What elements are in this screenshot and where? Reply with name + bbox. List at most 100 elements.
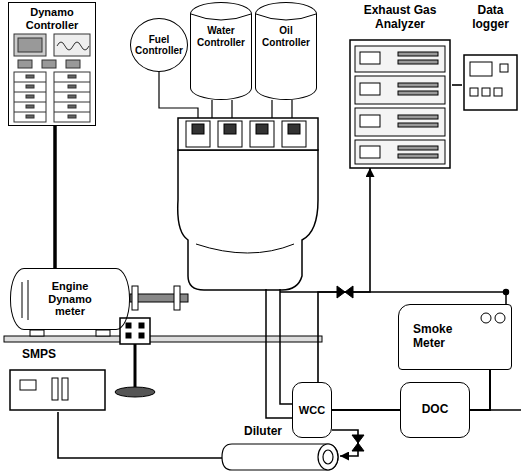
node-label: WCC xyxy=(299,404,325,417)
smps-device xyxy=(139,333,144,338)
analyzer-unit: Exhaust Gas Analyzer xyxy=(348,4,452,168)
controller-icons xyxy=(68,85,76,88)
controller-icons xyxy=(14,34,46,56)
analyzer-stack xyxy=(398,83,438,87)
supply-lines xyxy=(291,100,292,118)
dynamometer-drum: Engine Dynamo meter xyxy=(10,268,130,330)
node-label: Dynamo Controller xyxy=(9,6,95,31)
engine-drawing xyxy=(196,244,294,253)
controller-icons xyxy=(14,72,46,122)
controller-icons xyxy=(66,60,80,68)
controller-icons xyxy=(18,60,32,68)
controller-tank: Oil Controller xyxy=(255,2,317,100)
exhaust-piping xyxy=(490,409,521,411)
pipe-connector xyxy=(53,126,57,268)
test-bed xyxy=(22,280,28,320)
sizer-unit: SMPS xyxy=(10,348,106,412)
analyzer-stack xyxy=(398,123,438,127)
analyzer-stack xyxy=(355,140,445,164)
supply-lines xyxy=(159,72,198,118)
smps-device xyxy=(115,387,155,397)
test-bed xyxy=(4,336,322,342)
analyzer-stack xyxy=(398,146,438,150)
controller-lids xyxy=(191,14,316,20)
controller-icons xyxy=(26,75,34,78)
supply-lines xyxy=(271,100,272,118)
controller-icons xyxy=(57,42,89,50)
exhaust-piping xyxy=(504,290,509,295)
analyzer-stack xyxy=(360,52,380,64)
node-label: Water Controller xyxy=(191,25,251,48)
analyzer-stack xyxy=(398,115,438,119)
pipe-connector xyxy=(318,168,370,382)
pipe-connector xyxy=(58,412,222,458)
controller-icons xyxy=(26,105,34,108)
catalyst-box: DOC xyxy=(400,382,470,438)
test-bed xyxy=(30,330,44,336)
controller-tank: Water Controller xyxy=(190,2,252,100)
smoke-meter-knobs xyxy=(495,313,505,323)
analyzer-stack xyxy=(355,76,445,104)
data-logger-device xyxy=(482,88,490,96)
smps-device xyxy=(126,333,131,338)
smps-device xyxy=(10,370,105,410)
supply-lines xyxy=(159,72,292,118)
controller-icons xyxy=(18,38,42,52)
controller-icons xyxy=(14,34,90,122)
exhaust-piping xyxy=(266,289,521,418)
controller-icons xyxy=(68,115,76,118)
node-label: SMPS xyxy=(22,348,56,362)
pipe-connector xyxy=(470,370,490,410)
node-label: Oil Controller xyxy=(256,25,316,48)
node-label: Fuel Controller xyxy=(131,34,187,57)
analyzer-stack xyxy=(360,115,380,127)
supply-lines xyxy=(211,100,212,118)
logger-unit: Data logger xyxy=(462,4,519,112)
pipe-connector xyxy=(332,409,400,411)
controller-icons xyxy=(68,95,76,98)
engine-drawing xyxy=(288,124,300,134)
diluter-cylinder xyxy=(323,450,333,464)
test-bed xyxy=(96,330,110,336)
engine-drawing xyxy=(224,124,236,134)
diluter-cylinder xyxy=(222,444,338,470)
catalyst-box: WCC xyxy=(292,382,332,438)
engine-drawing xyxy=(218,121,242,147)
engine-drawing xyxy=(192,124,204,134)
smps-device xyxy=(10,318,155,410)
smps-device xyxy=(120,318,150,344)
analyzer-stack xyxy=(355,46,445,72)
analyzer-stack xyxy=(355,108,445,136)
data-logger-device xyxy=(470,88,478,96)
valve-symbol xyxy=(337,286,364,451)
pipe-connector xyxy=(452,84,462,86)
controller-icons xyxy=(26,85,34,88)
data-logger-device xyxy=(494,88,502,96)
controller-icons xyxy=(26,95,34,98)
data-logger-device xyxy=(464,55,517,110)
smps-device xyxy=(139,323,144,328)
supply-lines xyxy=(231,100,232,118)
engine-drawing xyxy=(178,118,318,290)
smoke-meter-knobs xyxy=(481,313,491,323)
controller-icons xyxy=(42,60,56,68)
data-logger-device xyxy=(470,62,492,76)
test-bed xyxy=(132,286,138,310)
controller-box: Dynamo Controller xyxy=(8,2,96,126)
controller-icons xyxy=(26,115,34,118)
node-label: Data logger xyxy=(462,4,519,32)
controller-lids xyxy=(256,14,316,20)
exhaust-piping xyxy=(280,289,292,404)
engine-drawing xyxy=(282,121,306,147)
analyzer-stack xyxy=(360,83,380,95)
analyzer-stack xyxy=(398,60,438,64)
node-label: Exhaust Gas Analyzer xyxy=(357,4,443,32)
data-logger-device xyxy=(464,55,517,110)
data-logger-device xyxy=(500,64,508,72)
controller-icons xyxy=(14,82,90,112)
controller-icons xyxy=(68,105,76,108)
analyzer-stack xyxy=(350,40,450,168)
node-label: DOC xyxy=(422,403,449,417)
